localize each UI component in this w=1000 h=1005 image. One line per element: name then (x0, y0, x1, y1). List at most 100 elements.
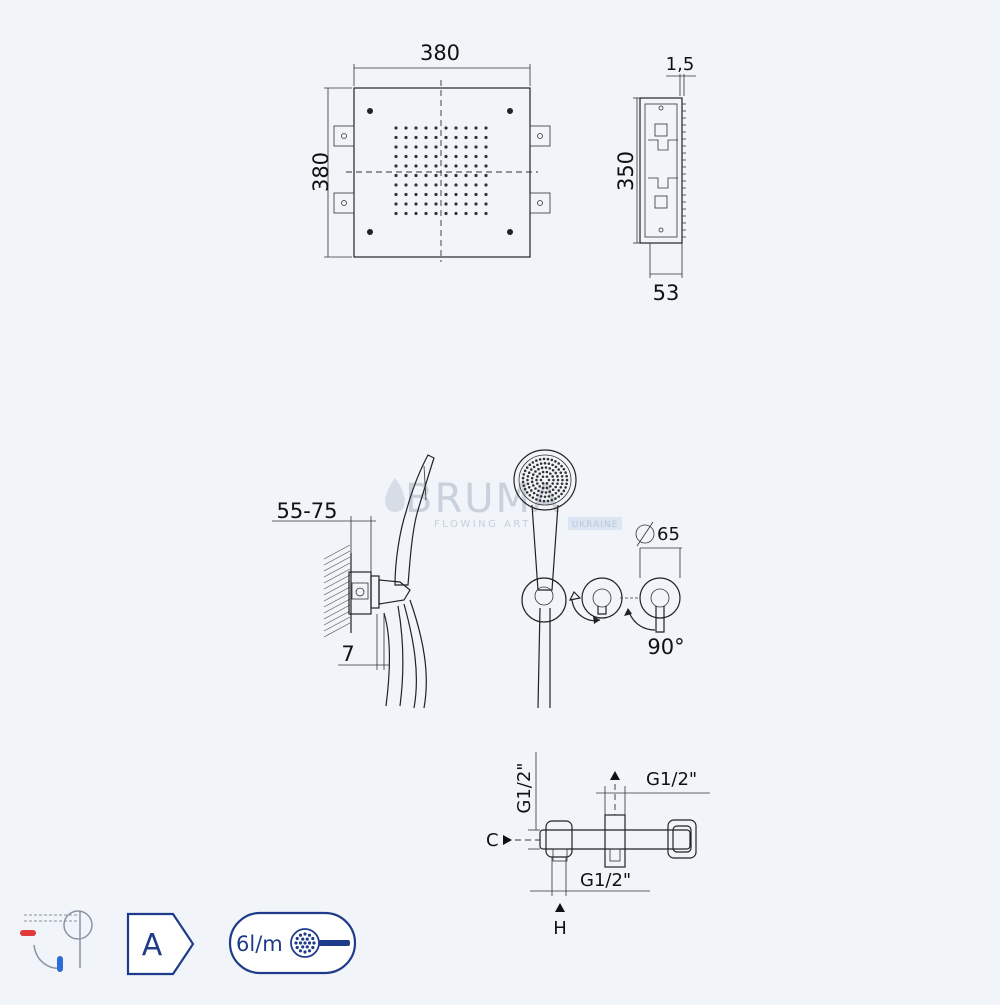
nozzle-dot (394, 135, 398, 140)
nozzle-dot (303, 941, 307, 945)
nozzle-dot (550, 498, 554, 502)
nozzle-dot (414, 126, 418, 130)
nozzle-dot (404, 135, 408, 140)
nozzle-dot (394, 183, 398, 187)
nozzle-dot (525, 466, 529, 469)
nozzle-dot (464, 202, 468, 206)
nozzle-dot (394, 164, 398, 168)
nozzle-dot (532, 491, 536, 495)
nozzle-dot (554, 497, 557, 500)
nozzle-dot (311, 945, 315, 950)
nozzle-dot (303, 932, 307, 936)
bottom-thread-label: G1/2" (580, 870, 631, 891)
nozzle-dot (560, 492, 563, 496)
nozzle-dot (303, 950, 307, 954)
nozzle-dot (484, 164, 488, 168)
nozzle-dot (531, 496, 535, 499)
top-thread-label: G1/2" (646, 769, 697, 790)
diameter-label: 65 (657, 524, 680, 545)
hatch-line (323, 550, 351, 566)
nozzle-dot (484, 154, 488, 159)
vertical-thread-label: G1/2" (514, 762, 535, 813)
nozzle-dot (454, 173, 458, 178)
nozzle-dot (295, 936, 299, 941)
nozzle-dot (531, 484, 535, 487)
nozzle-dot (542, 457, 546, 461)
nozzle-dot (557, 462, 561, 465)
shower-head-spray (294, 932, 316, 954)
nozzle-dot (532, 465, 536, 469)
nozzle-dot (474, 164, 478, 168)
nozzle-dot (414, 145, 418, 149)
brand-watermark: BRUMA FLOWING ART UKRAINE (385, 476, 622, 530)
nozzle-dot (444, 183, 448, 187)
nozzle-dot (559, 485, 563, 489)
nozzle-dot (523, 487, 527, 491)
drop-logo-icon (385, 478, 405, 512)
nozzle-dot (537, 467, 540, 471)
nozzle-dot (561, 478, 564, 482)
screw-icon (507, 229, 513, 235)
nozzle-dot (404, 183, 408, 187)
nozzle-dot (414, 173, 418, 178)
nozzle-dot (307, 933, 312, 937)
nozzle-dot (554, 485, 558, 489)
nozzle-dot (414, 135, 418, 140)
nozzle-dot (424, 126, 428, 130)
nozzle-dot (540, 490, 544, 494)
hot-water-icon (20, 930, 36, 936)
nozzle-dot (551, 488, 555, 492)
nozzle-dot (434, 154, 438, 159)
nozzle-dot (464, 154, 468, 159)
label-c: C (486, 830, 499, 851)
energy-class-label: A (142, 928, 163, 963)
nozzle-dot (484, 211, 488, 216)
nozzle-dot (539, 462, 543, 465)
nozzle-dot (522, 473, 526, 476)
nozzle-dot (548, 485, 552, 488)
nozzle-dot (394, 202, 398, 206)
nozzle-dot (298, 949, 303, 953)
nozzle-dot (404, 154, 408, 159)
nozzle-dot (454, 211, 458, 216)
nozzle-dot (305, 945, 309, 949)
nozzle-dot (534, 470, 537, 473)
nozzle-dot (536, 475, 539, 478)
nozzle-dot (539, 478, 543, 482)
nozzle-dot (434, 211, 438, 216)
nozzle-dot (414, 211, 418, 216)
brand-region: UKRAINE (572, 520, 619, 530)
nozzle-dot (404, 202, 408, 206)
nozzle-dot (562, 489, 566, 493)
left-height-label: 380 (309, 152, 333, 192)
nozzle-dot (464, 126, 468, 130)
nozzle-dot (526, 482, 530, 486)
nozzle-dot (424, 145, 428, 149)
nozzle-dot (404, 192, 408, 197)
nozzle-dot (434, 126, 438, 130)
nozzle-dot (424, 135, 428, 140)
nozzle-dot (484, 135, 488, 140)
nozzle-dot (536, 482, 539, 485)
nozzle-dot (545, 475, 549, 478)
ceiling-shower-side-view: 1,5 350 53 (614, 54, 696, 305)
nozzle-dot (538, 472, 542, 475)
nozzle-dot (545, 486, 549, 490)
nozzle-dot (545, 470, 549, 474)
nozzle-dot (444, 173, 448, 178)
nozzle-dot (464, 135, 468, 140)
label-h: H (553, 918, 567, 939)
wall-depth-label: 55-75 (276, 499, 337, 523)
nozzle-dot (535, 498, 538, 501)
nozzle-dot (521, 476, 525, 480)
nozzle-dot (434, 135, 438, 140)
nozzle-dot (305, 937, 309, 941)
hatch-line (323, 562, 351, 578)
nozzle-dot (556, 475, 559, 478)
nozzle-dot (394, 145, 398, 149)
nozzle-dot (536, 493, 539, 497)
nozzle-dot (464, 192, 468, 197)
nozzle-dot (434, 183, 438, 187)
nozzle-dot (527, 471, 531, 475)
nozzle-dot (444, 126, 448, 130)
